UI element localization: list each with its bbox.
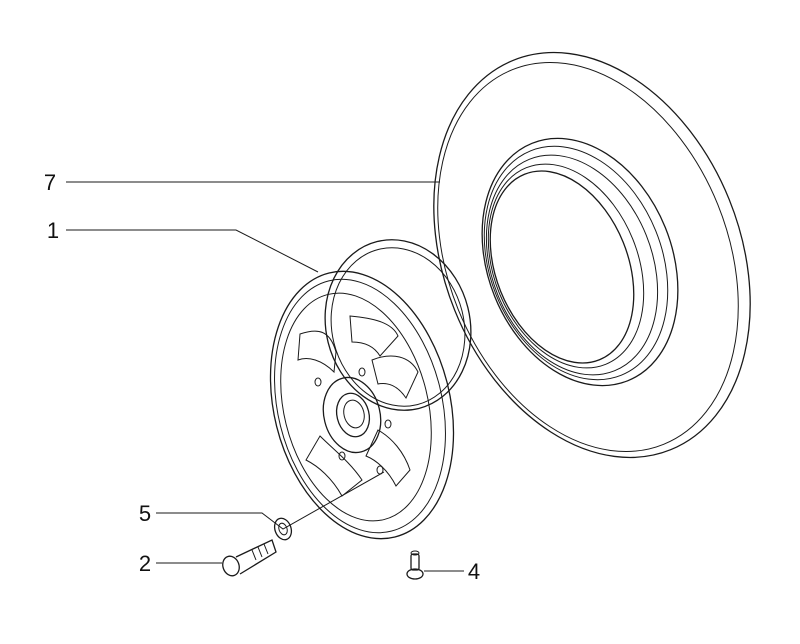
- callout-label-7: 7: [44, 170, 56, 195]
- callout-labels: 7 1 5 2 4: [44, 170, 480, 584]
- leader-lines: [66, 181, 464, 572]
- leader-line-5: [156, 471, 385, 530]
- washer: [273, 517, 293, 541]
- bolt: [222, 539, 277, 577]
- callout-label-4: 4: [468, 559, 480, 584]
- leader-line-1: [66, 229, 319, 273]
- wheel-rim: [269, 239, 472, 540]
- tyre: [433, 51, 751, 459]
- callout-label-1: 1: [47, 218, 59, 243]
- callout-label-2: 2: [139, 551, 151, 576]
- valve: [406, 550, 424, 580]
- callout-label-5: 5: [139, 501, 151, 526]
